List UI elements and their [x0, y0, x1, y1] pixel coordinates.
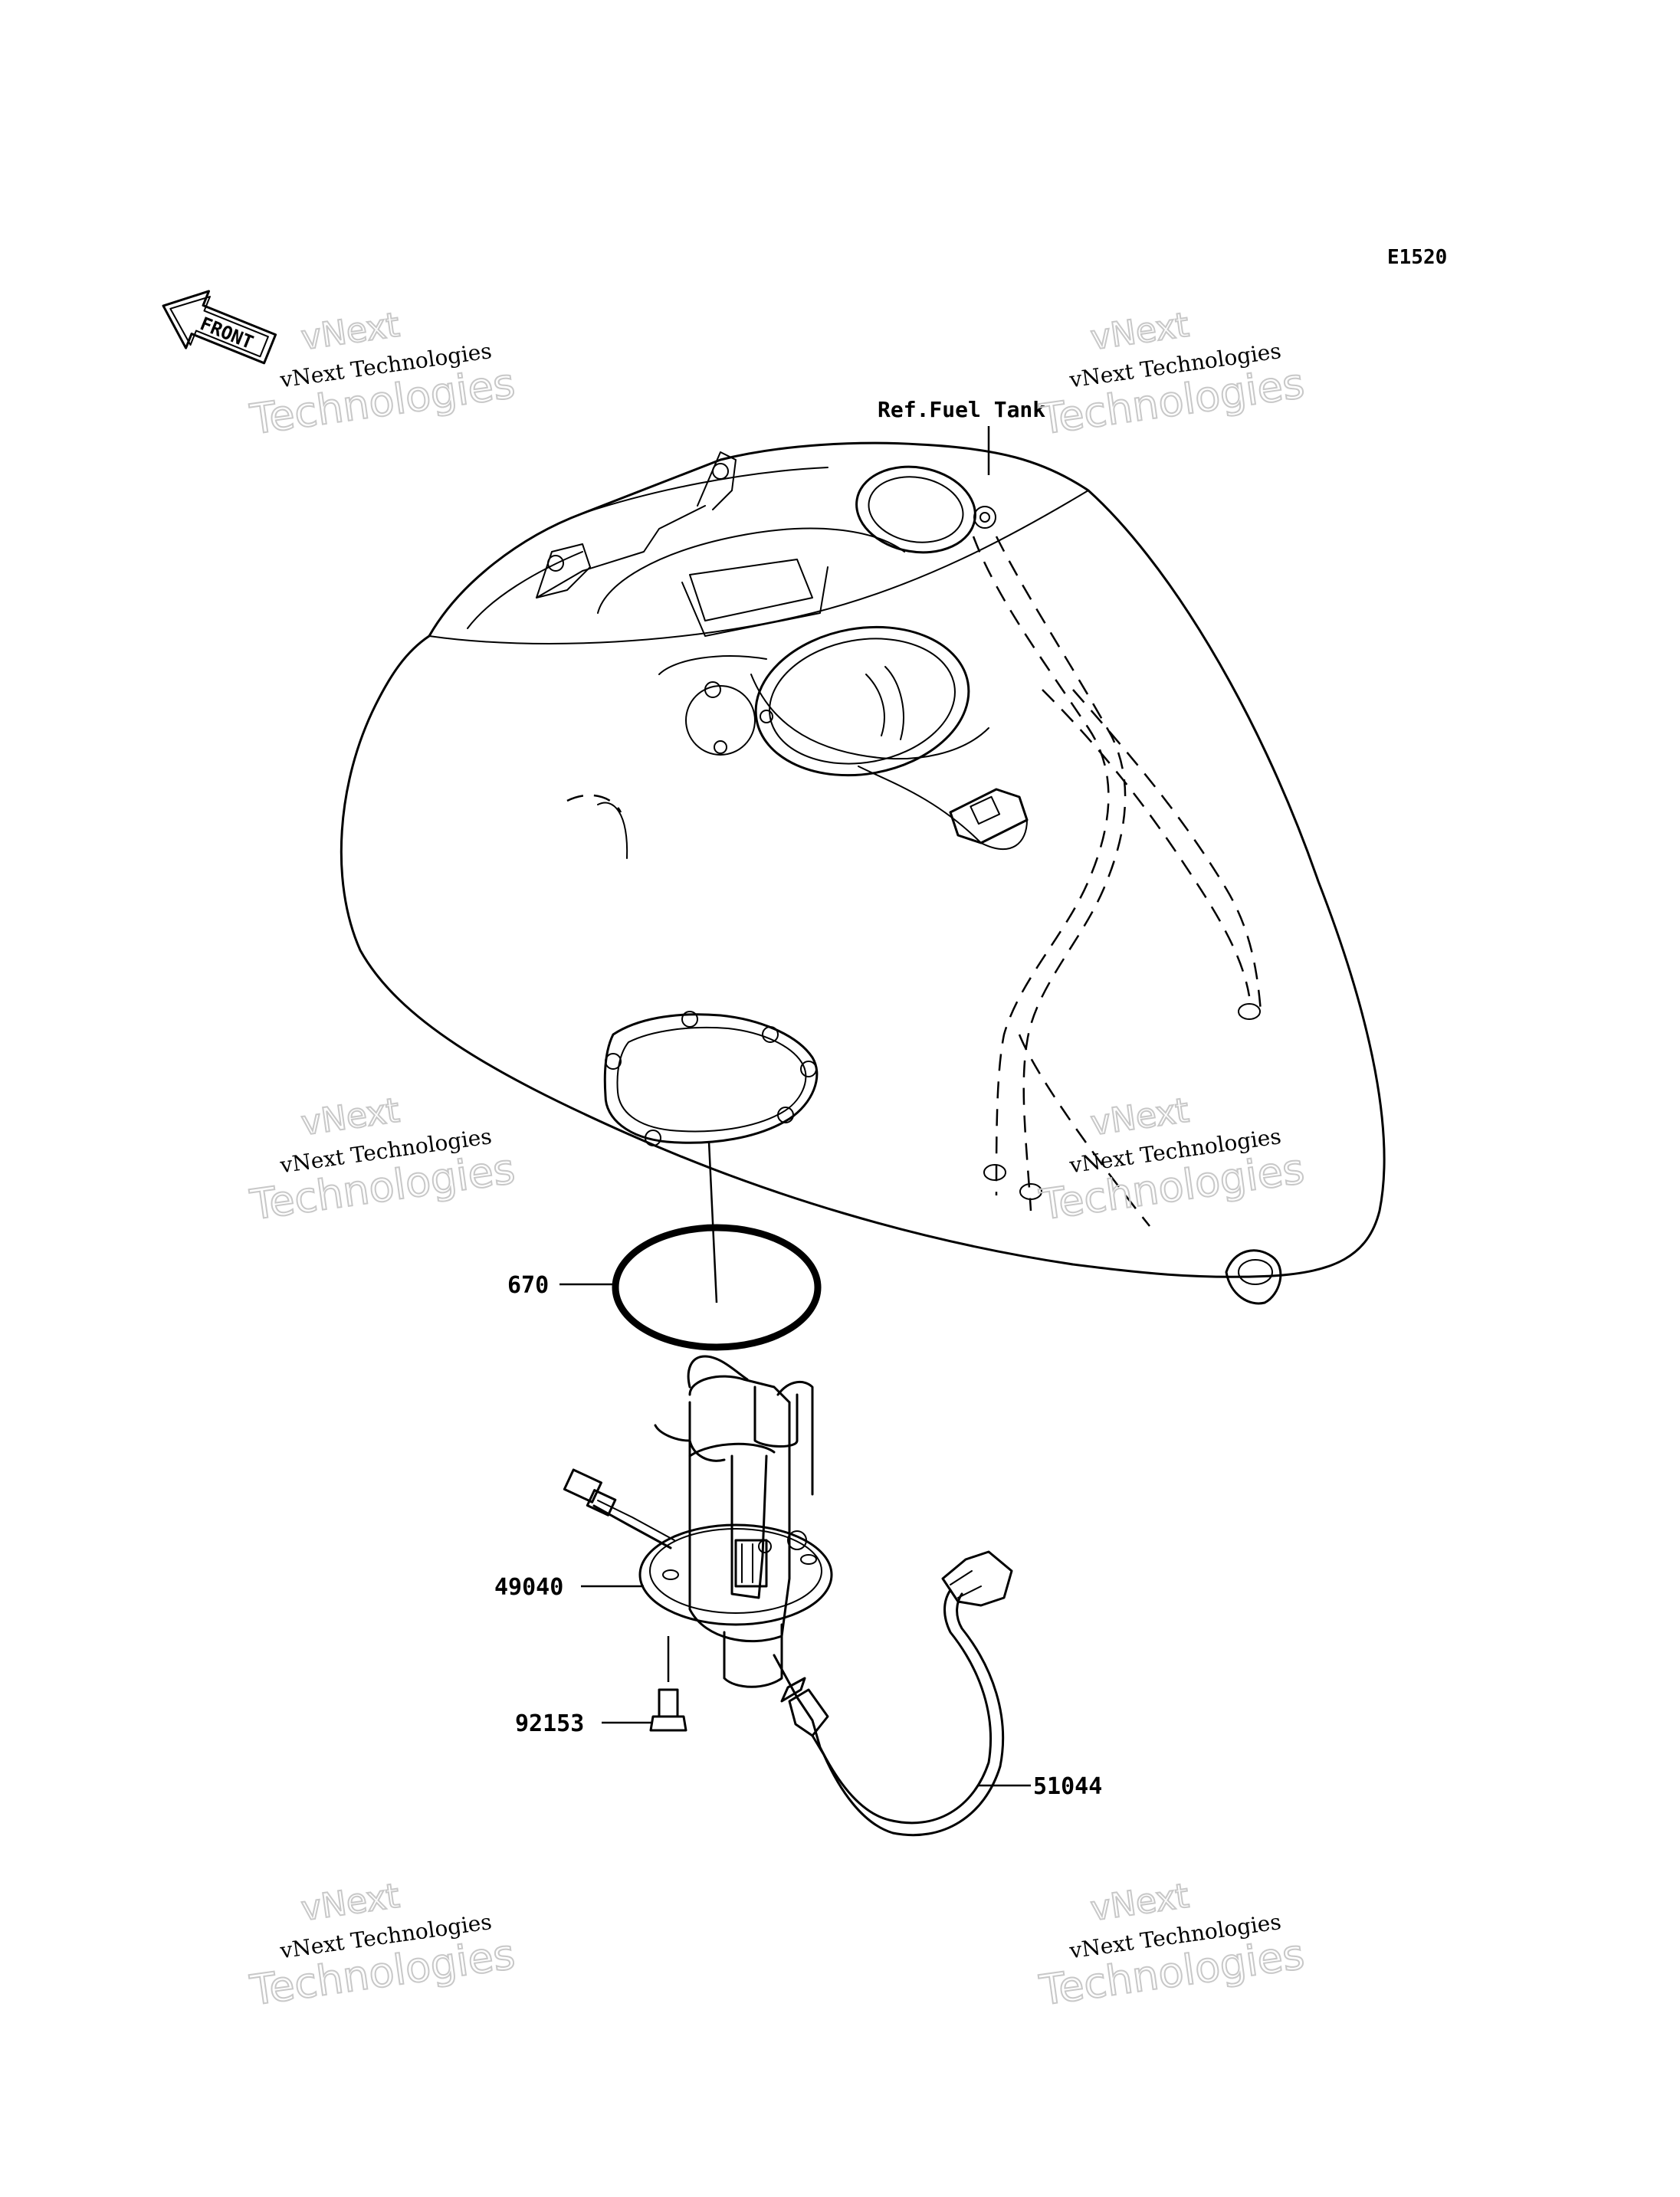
svg-text:vNext: vNext: [1088, 1877, 1191, 1929]
svg-text:vNext: vNext: [299, 1877, 402, 1929]
fuel-pump-49040-drawing: [563, 1355, 833, 1688]
watermark-middle-left: vNext Technologies vNext Technologies: [246, 1090, 518, 1231]
watermark-middle-right: vNext Technologies vNext Technologies: [1035, 1090, 1308, 1231]
part-label-670: 670: [507, 1272, 549, 1299]
diagram-code: E1520: [1387, 246, 1447, 269]
part-label-92153: 92153: [515, 1710, 584, 1737]
ref-fuel-tank-label: Ref.Fuel Tank: [878, 397, 1045, 422]
part-label-51044: 51044: [1033, 1773, 1102, 1800]
watermark-top-left: vNext Technologies vNext Technologies: [246, 305, 518, 445]
watermark-bottom-right: vNext Technologies vNext Technologies: [1035, 1876, 1308, 2016]
watermark-bottom-left: vNext Technologies vNext Technologies: [246, 1876, 518, 2016]
svg-text:vNext: vNext: [1088, 306, 1191, 358]
bolt-92153-drawing: [649, 1636, 687, 1732]
part-label-49040: 49040: [494, 1574, 563, 1601]
svg-text:vNext: vNext: [299, 1091, 402, 1143]
o-ring-670-drawing: [612, 1224, 822, 1351]
svg-text:vNext: vNext: [299, 306, 402, 358]
fuel-hose-51044-drawing: [773, 1550, 1013, 1837]
fuel-tank-drawing: [340, 441, 1386, 1305]
watermark-top-right: vNext Technologies vNext Technologies: [1035, 305, 1308, 445]
front-arrow-icon: FRONT: [162, 290, 277, 365]
svg-text:vNext: vNext: [1088, 1091, 1191, 1143]
